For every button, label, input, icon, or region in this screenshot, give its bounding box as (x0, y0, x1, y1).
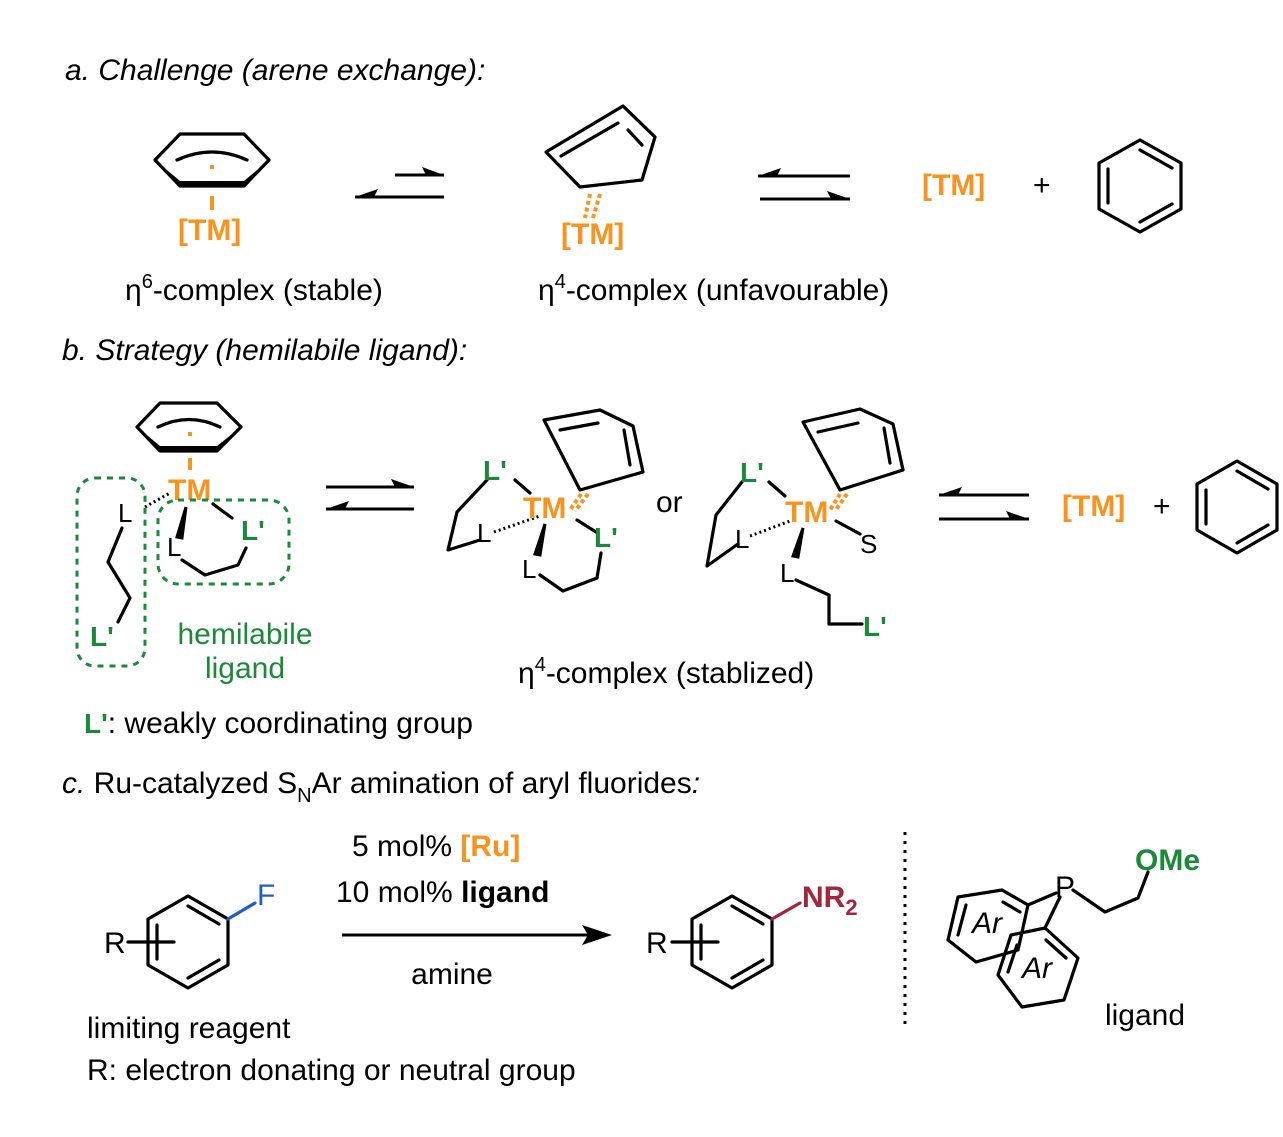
tm-label-eta6: [TM] (178, 214, 241, 247)
eta6-hemilabile-complex (106, 401, 248, 624)
tm-b2: TM (523, 492, 566, 525)
R-substituent-left: R (104, 927, 126, 960)
ligand-bold: ligand (461, 876, 549, 909)
phosphorus-label: P (1055, 871, 1075, 904)
L-b2-b: L (522, 554, 536, 584)
L-b3-a: L (735, 524, 749, 554)
tm-label-eta4: [TM] (561, 218, 624, 251)
L-b1-b: L (167, 532, 181, 562)
L-b2-a: L (477, 518, 491, 548)
Lprime-b3-chain: L' (863, 611, 887, 642)
Lprime-b3-top: L' (740, 457, 764, 488)
equilibrium-arrows-b1 (326, 479, 414, 511)
condition-catalyst: 5 mol% [Ru] (352, 830, 520, 863)
Lprime-b1-ring: L' (241, 515, 265, 546)
eta4-stabilized-complex-1 (446, 408, 645, 593)
ar-label-2: Ar (1020, 952, 1053, 985)
equilibrium-arrows-b2 (939, 487, 1029, 521)
ru-catalyst: [Ru] (460, 830, 520, 863)
free-benzene-b (1195, 459, 1279, 555)
section-c-title: c. Ru-catalyzed SNAr amination of aryl f… (62, 767, 700, 807)
hemilabile-box-ring (156, 498, 291, 586)
eta6-benzene (153, 132, 271, 210)
free-benzene-a (1097, 138, 1183, 234)
Lprime-b2-right: L' (594, 522, 618, 553)
Lprime-b1-chain: L' (90, 621, 114, 652)
legend-key: L' (84, 708, 108, 739)
hemilabile-box-chain (75, 476, 147, 668)
section-b-title: b. Strategy (hemilabile ligand): (62, 334, 467, 367)
tm-free: [TM] (922, 169, 985, 202)
section-a-title: a. Challenge (arene exchange): (65, 54, 485, 87)
ligand-structure (946, 870, 1150, 1009)
equilibrium-arrows-a2 (758, 168, 850, 201)
L-b1-a: L (118, 498, 132, 528)
fluorine-label: F (257, 879, 275, 912)
tm-b3: TM (785, 496, 828, 529)
plus-a: + (1033, 169, 1051, 202)
eta4-arene (544, 104, 657, 219)
amine-label: amine (411, 958, 493, 991)
or-label: or (656, 486, 683, 519)
limiting-reagent-label: limiting reagent (87, 1012, 291, 1045)
equilibrium-arrows-a1 (355, 167, 444, 199)
legend-line: L': weakly coordinating group (84, 707, 473, 740)
eta6-caption: η6-complex (stable) (125, 271, 383, 307)
Lprime-b2-top: L' (483, 455, 507, 486)
hemilabile-label-line1: hemilabile (177, 618, 312, 651)
hemilabile-label-line2: ligand (205, 652, 285, 685)
nr2-label: NR2 (802, 881, 858, 920)
ome-label: OMe (1135, 844, 1200, 877)
L-b3-b: L (780, 558, 794, 588)
reaction-arrow-head (582, 925, 612, 945)
R-substituent-right: R (646, 927, 668, 960)
eta4-stabilized-caption: η4-complex (stablized) (518, 654, 814, 690)
aryl-amine-product (670, 894, 802, 990)
plus-b: + (1153, 490, 1171, 523)
legend-text: : weakly coordinating group (108, 707, 473, 740)
tm-free-b: [TM] (1062, 490, 1125, 523)
condition-ligand: 10 mol% ligand (336, 876, 549, 909)
eta4-stabilized-complex-2 (705, 407, 905, 626)
ar-label-1: Ar (970, 907, 1003, 940)
aryl-fluoride (126, 894, 257, 990)
r-definition: R: electron donating or neutral group (87, 1054, 576, 1087)
eta4-caption: η4-complex (unfavourable) (538, 271, 889, 307)
ligand-caption: ligand (1105, 999, 1185, 1032)
tm-b1: TM (168, 474, 211, 507)
S-label: S (860, 529, 877, 559)
